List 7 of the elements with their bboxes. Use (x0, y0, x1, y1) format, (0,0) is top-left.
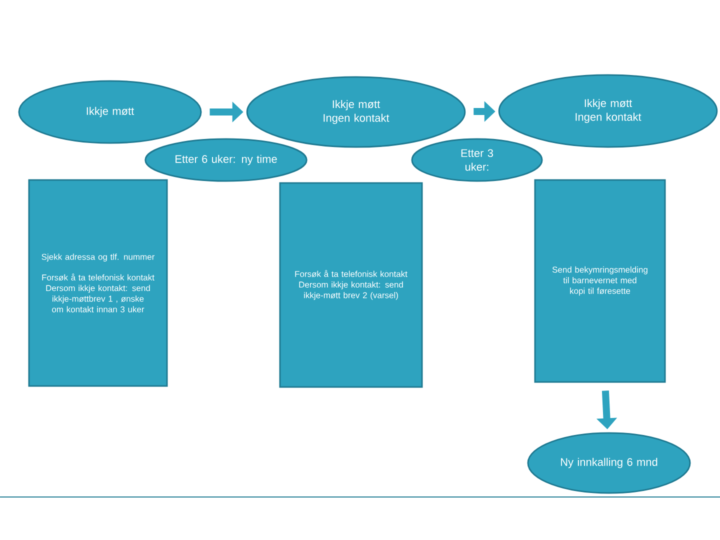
oval-node: Ikkje møtt (18, 80, 202, 144)
oval-node: Etter 6 uker: ny time (144, 138, 308, 182)
process-box: Forsøk å ta telefonisk kontakt Dersom ikkje kontakt: send ikkje-møtt brev 2 (varsel) (279, 182, 423, 388)
process-box: Sjekk adressa og tlf. nummer Forsøk å ta telefonisk kontakt Dersom ikkje kontakt: send ikkje-møttbrev 1 , ønske om kontakt innan 3 uker (28, 179, 168, 387)
oval-node: Etter 3 uker: (411, 138, 543, 182)
oval-node: Ny innkalling 6 mnd (527, 432, 691, 494)
process-box: Send bekymringsmelding til barnevernet med kopi til føresette (534, 179, 666, 383)
